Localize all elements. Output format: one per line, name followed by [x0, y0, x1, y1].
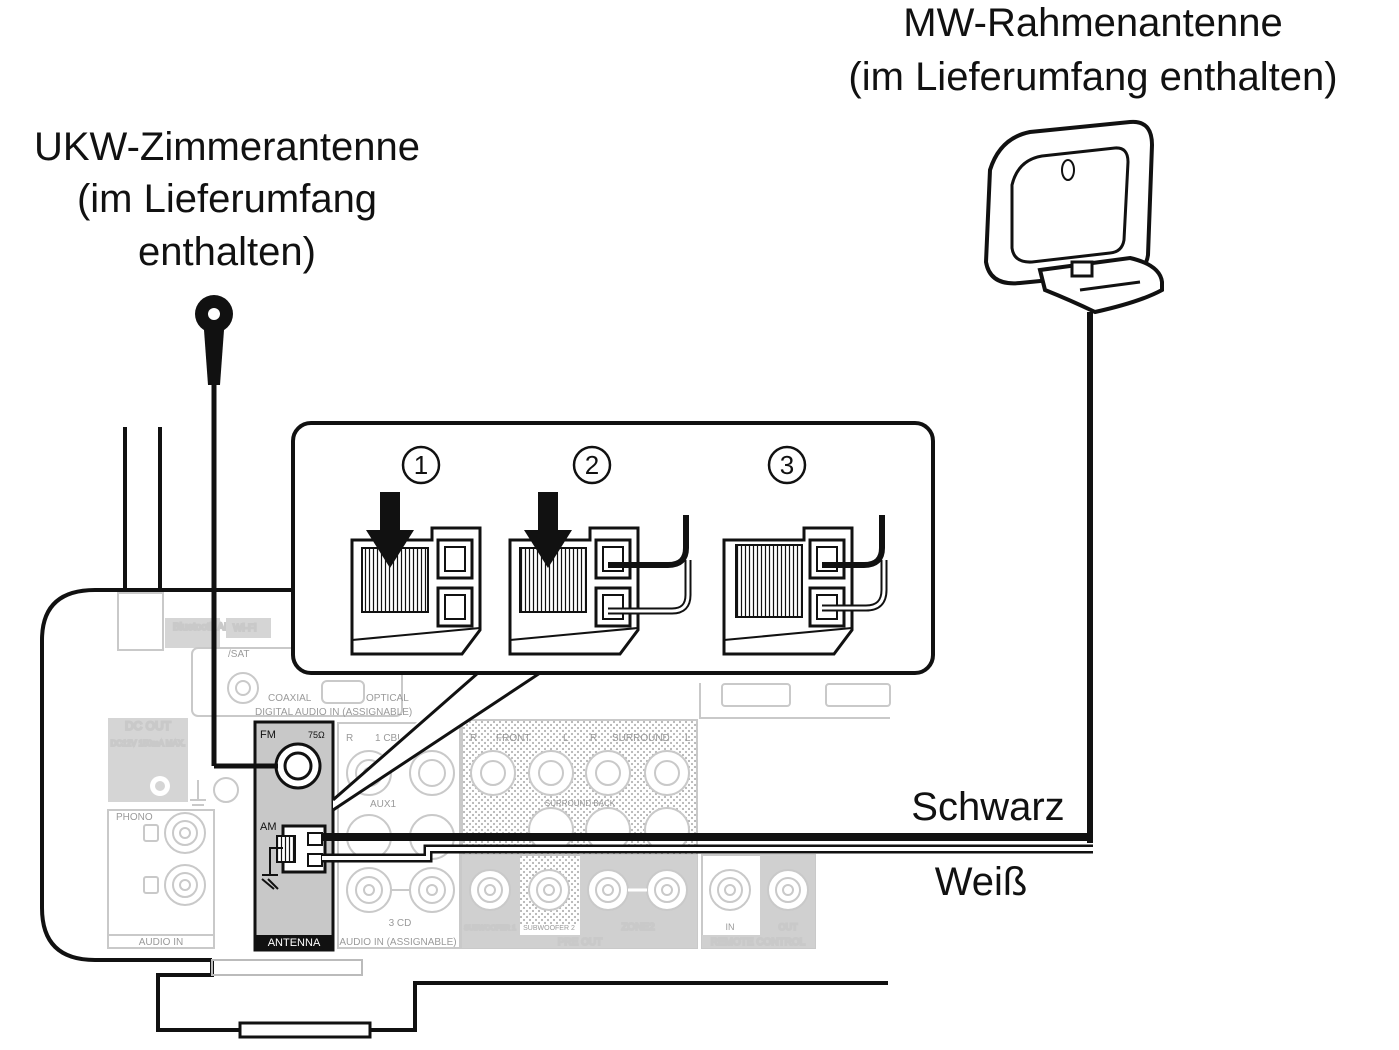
- callout-lines: [332, 670, 541, 812]
- wifi-label: Wi-Fi: [233, 623, 256, 634]
- r-label-surround: R: [590, 733, 597, 744]
- cbl-label: 1 CBL: [375, 733, 403, 744]
- step-1-badge: [401, 445, 441, 485]
- surround-label: SURROUND: [612, 733, 670, 744]
- step-2: 2: [508, 445, 692, 656]
- ohm-label: 75Ω: [308, 730, 325, 740]
- optical-label: OPTICAL: [366, 693, 409, 704]
- front-label: FRONT: [496, 733, 530, 744]
- rear-panel: Bluetooth ANTENNA Wi-Fi /SAT COAXIAL OPT…: [107, 592, 891, 949]
- fm-terminal-label: FM: [260, 729, 276, 741]
- fm-antenna-caption: UKW-Zimmerantenne (im Lieferumfang entha…: [34, 125, 420, 274]
- r-label-front: R: [470, 733, 477, 744]
- step-1-number: 1: [414, 450, 428, 480]
- sat-label: /SAT: [228, 649, 249, 660]
- r-label: R: [346, 733, 353, 744]
- receiver-body: [40, 427, 888, 1039]
- mw-antenna-caption: MW-Rahmenantenne (im Lieferumfang enthal…: [848, 1, 1337, 99]
- subwoofer1-label: SUBWOOFER 1: [464, 925, 516, 932]
- step-3: 3: [722, 445, 888, 656]
- fm-antenna-subtitle-2: enthalten): [138, 230, 316, 274]
- black-wire-label: Schwarz: [911, 785, 1064, 829]
- fm-antenna-title: UKW-Zimmerantenne: [34, 125, 420, 169]
- audio-in-assignable-label: AUDIO IN (ASSIGNABLE): [339, 937, 456, 948]
- connection-steps-inset: 1 2 3: [291, 421, 935, 675]
- am-terminal-label: AM: [260, 821, 277, 833]
- press-arrow-icon-2: [524, 492, 572, 568]
- step-1: 1: [350, 445, 482, 656]
- step-3-badge: [767, 445, 807, 485]
- surround-back-label: SURROUND BACK: [545, 799, 616, 808]
- step-2-badge: [572, 445, 612, 485]
- digital-audio-in-label: DIGITAL AUDIO IN (ASSIGNABLE): [255, 707, 412, 718]
- zone2-label: ZONE2: [621, 922, 655, 933]
- pre-out-label: PRE OUT: [558, 937, 602, 948]
- step-2-number: 2: [585, 450, 599, 480]
- dc-out-label: DC OUT: [125, 719, 172, 733]
- press-arrow-icon: [366, 492, 414, 568]
- remote-in-label: IN: [726, 922, 735, 932]
- phono-label: PHONO: [116, 812, 153, 823]
- remote-out-label: OUT: [779, 922, 799, 932]
- l-label-front: L: [563, 733, 569, 744]
- am-antenna-cable: Schwarz Weiß: [322, 785, 1093, 904]
- fm-indoor-antenna: [195, 295, 278, 769]
- subwoofer2-label: SUBWOOFER 2: [523, 925, 575, 932]
- coaxial-label: COAXIAL: [268, 693, 312, 704]
- fm-antenna-subtitle-1: (im Lieferumfang: [77, 177, 377, 221]
- dc-spec-label: DC12V 150mA MAX.: [111, 739, 186, 748]
- antenna-terminal-block: FM 75Ω AM ANTENNA: [253, 720, 335, 952]
- remote-control-label: REMOTE CONTROL: [711, 937, 806, 948]
- audio-in-label: AUDIO IN: [139, 937, 183, 948]
- mw-antenna-subtitle: (im Lieferumfang enthalten): [848, 55, 1337, 99]
- antenna-label: ANTENNA: [268, 937, 321, 949]
- cd-label: 3 CD: [389, 918, 412, 929]
- aux1-label: AUX1: [370, 799, 397, 810]
- white-wire-label: Weiß: [935, 860, 1028, 904]
- step-3-number: 3: [780, 450, 794, 480]
- l-label-surround: L: [685, 733, 691, 744]
- mw-antenna-title: MW-Rahmenantenne: [903, 1, 1282, 45]
- am-loop-antenna: [983, 119, 1164, 843]
